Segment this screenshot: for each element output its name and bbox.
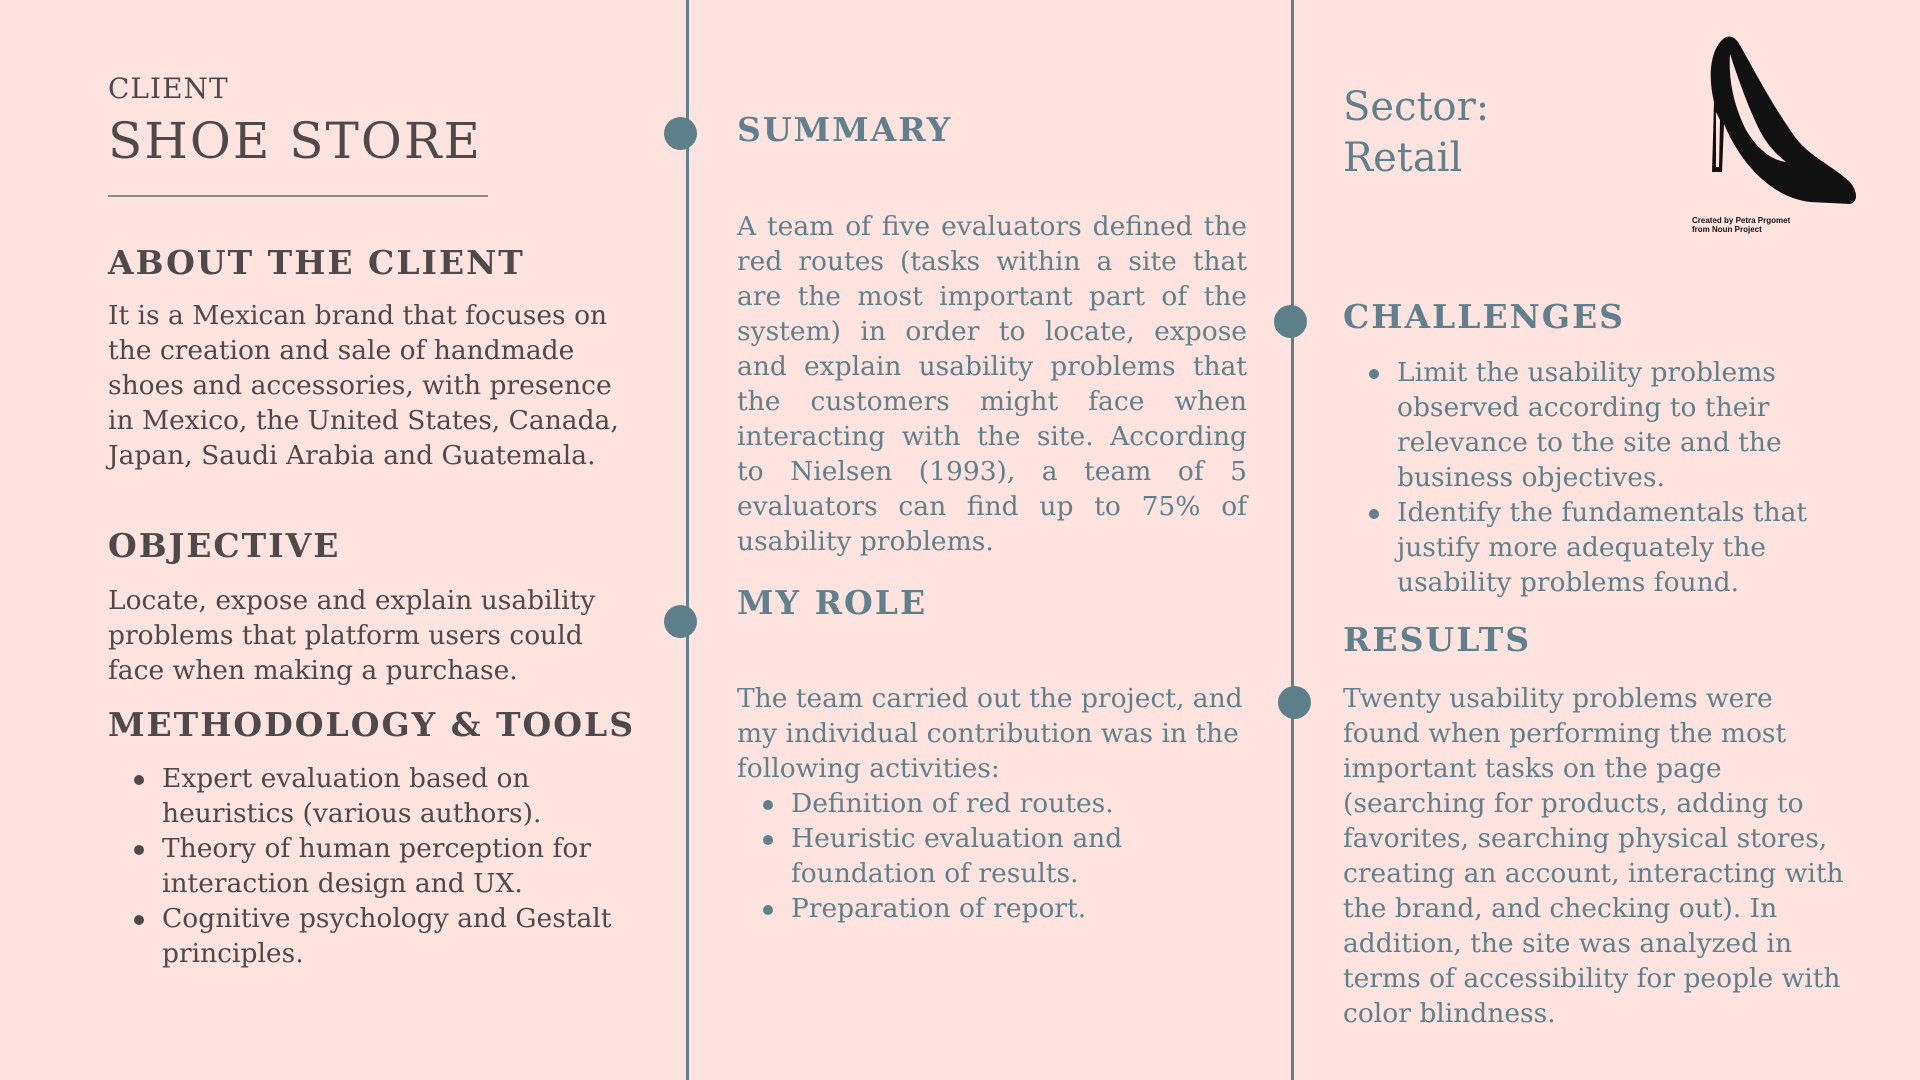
icon-credit: Created by Petra Prgomet from Noun Proje… [1692,216,1790,234]
summary-text: A team of five evaluators defined the re… [737,211,1247,557]
timeline-dot-challenges [1274,305,1307,338]
results-heading: RESULTS [1343,620,1532,659]
client-label: CLIENT [108,72,229,105]
summary-heading: SUMMARY [737,110,953,149]
methodology-list: Expert evaluation based on heuristics (v… [108,761,628,971]
client-name: SHOE STORE [108,112,482,170]
methodology-item: Expert evaluation based on heuristics (v… [108,761,628,831]
challenges-list: Limit the usability problems observed ac… [1343,355,1863,600]
timeline-dot-results [1278,686,1311,719]
challenges-heading: CHALLENGES [1343,297,1625,336]
objective-heading: OBJECTIVE [108,526,341,565]
about-text: It is a Mexican brand that focuses on th… [108,300,619,471]
role-text: The team carried out the project, and my… [737,683,1243,784]
role-list: Definition of red routes. Heuristic eval… [737,786,1247,926]
timeline-line-2 [1291,0,1294,1080]
about-heading: ABOUT THE CLIENT [108,243,525,282]
timeline-line-1 [686,0,689,1080]
role-heading: MY ROLE [737,583,928,622]
sector-label: Sector: [1343,84,1490,130]
role-item: Heuristic evaluation and foundation of r… [737,821,1247,891]
timeline-dot-role [664,605,697,638]
methodology-item: Cognitive psychology and Gestalt princip… [108,901,628,971]
divider [108,195,488,197]
sector: Sector: Retail [1343,82,1489,184]
methodology-heading: METHODOLOGY & TOOLS [108,705,636,744]
role-item: Definition of red routes. [737,786,1247,821]
timeline-dot-summary [664,117,697,150]
challenges-item: Limit the usability problems observed ac… [1343,355,1863,495]
high-heel-shoe-icon [1710,36,1856,205]
sector-value: Retail [1343,135,1463,181]
challenges-item: Identify the fundamentals that justify m… [1343,495,1863,600]
icon-credit-line2: from Noun Project [1692,225,1762,234]
icon-credit-line1: Created by Petra Prgomet [1692,216,1791,225]
methodology-item: Theory of human perception for interacti… [108,831,628,901]
results-text: Twenty usability problems were found whe… [1343,683,1844,1029]
objective-text: Locate, expose and explain usability pro… [108,585,596,686]
role-item: Preparation of report. [737,891,1247,926]
